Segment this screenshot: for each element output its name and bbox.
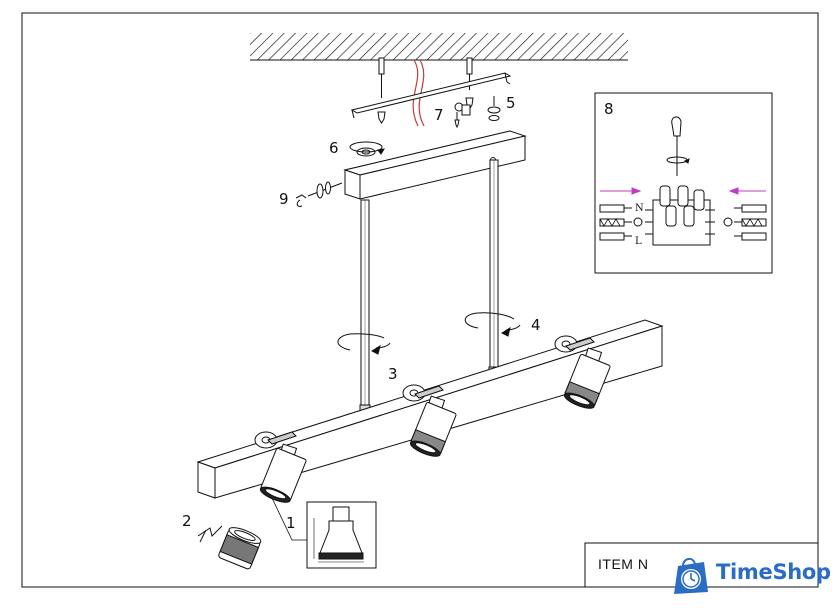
lamp-ring [218,527,262,570]
item-number-label: ITEM N [598,556,649,572]
ceiling [250,33,628,61]
wire-label-neutral: N [635,203,644,214]
rotate-arrow-4 [464,312,521,337]
callout-4: 4 [531,316,541,334]
bulb-detail-inset [271,497,377,569]
brand-name: TimeShop [716,560,831,584]
outer-frame [21,12,819,588]
ceiling-anchors [377,57,474,124]
power-wire [412,59,425,127]
shopping-bag-clock-icon [674,558,708,594]
callout-6: 6 [329,139,339,157]
brand-watermark: TimeShop [668,552,836,598]
canopy-box [343,130,527,200]
rotate-arrow-3 [337,333,391,355]
callout-9: 9 [279,190,289,208]
bar-plates [254,335,595,449]
ground-screw [295,181,343,207]
spotlight-left [259,443,307,503]
bracket-screws [454,96,501,129]
spotlight-right [563,347,611,409]
wire-label-live: L [635,236,642,247]
callout-7: 7 [434,106,444,124]
wiring-detail-box [594,92,773,274]
callout-1: 1 [286,514,296,532]
callout-8: 8 [604,100,614,118]
callout-5: 5 [506,94,516,112]
callout-2: 2 [182,512,192,530]
rotate-arrow-6 [349,141,385,155]
mounting-bracket [350,72,512,119]
spotlight-middle [409,395,457,457]
insert-arrows [600,187,766,195]
callout-3: 3 [388,365,398,383]
retaining-clip [197,525,223,543]
